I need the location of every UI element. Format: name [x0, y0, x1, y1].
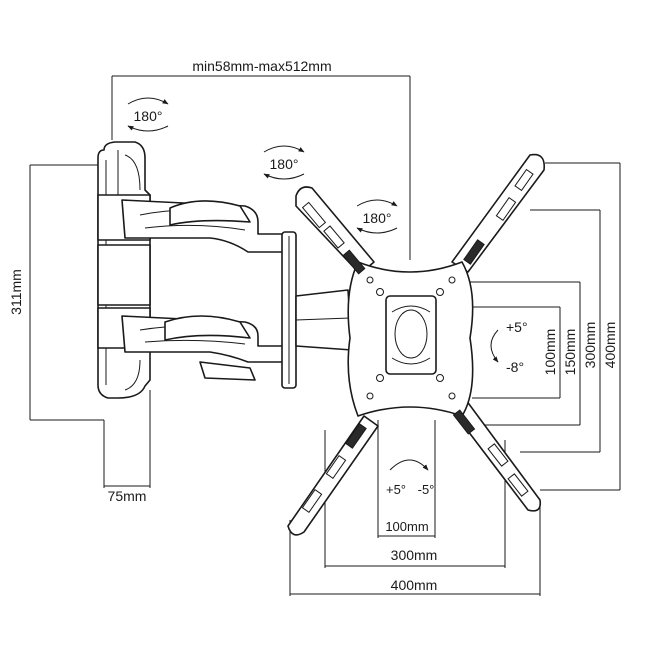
swing-arms [121, 199, 353, 389]
horizontal-100-label: 100mm [385, 519, 428, 534]
vertical-100-label: 100mm [542, 329, 558, 376]
vertical-400-label: 400mm [602, 322, 618, 369]
vertical-150-label: 150mm [562, 329, 578, 376]
middle-swivel-label: 180° [270, 156, 299, 172]
horizontal-400-label: 400mm [391, 577, 438, 593]
wall-plate-height-label: 311mm [8, 269, 24, 315]
wall-depth-label: 75mm [108, 488, 147, 504]
head-swivel-label: 180° [363, 210, 392, 226]
tilt-up-label: +5° [506, 319, 528, 335]
level-minus-label: -5° [418, 482, 435, 497]
vertical-300-label: 300mm [582, 322, 598, 369]
arm-reach-label: min58mm-max512mm [192, 58, 331, 74]
level-plus-label: +5° [386, 482, 406, 497]
wall-plate [97, 141, 151, 399]
tilt-down-label: -8° [506, 359, 524, 375]
wall-swivel-label: 180° [134, 108, 163, 124]
rotation-arrows [127, 97, 499, 471]
horizontal-300-label: 300mm [391, 547, 438, 563]
bracket-slots [301, 168, 534, 514]
